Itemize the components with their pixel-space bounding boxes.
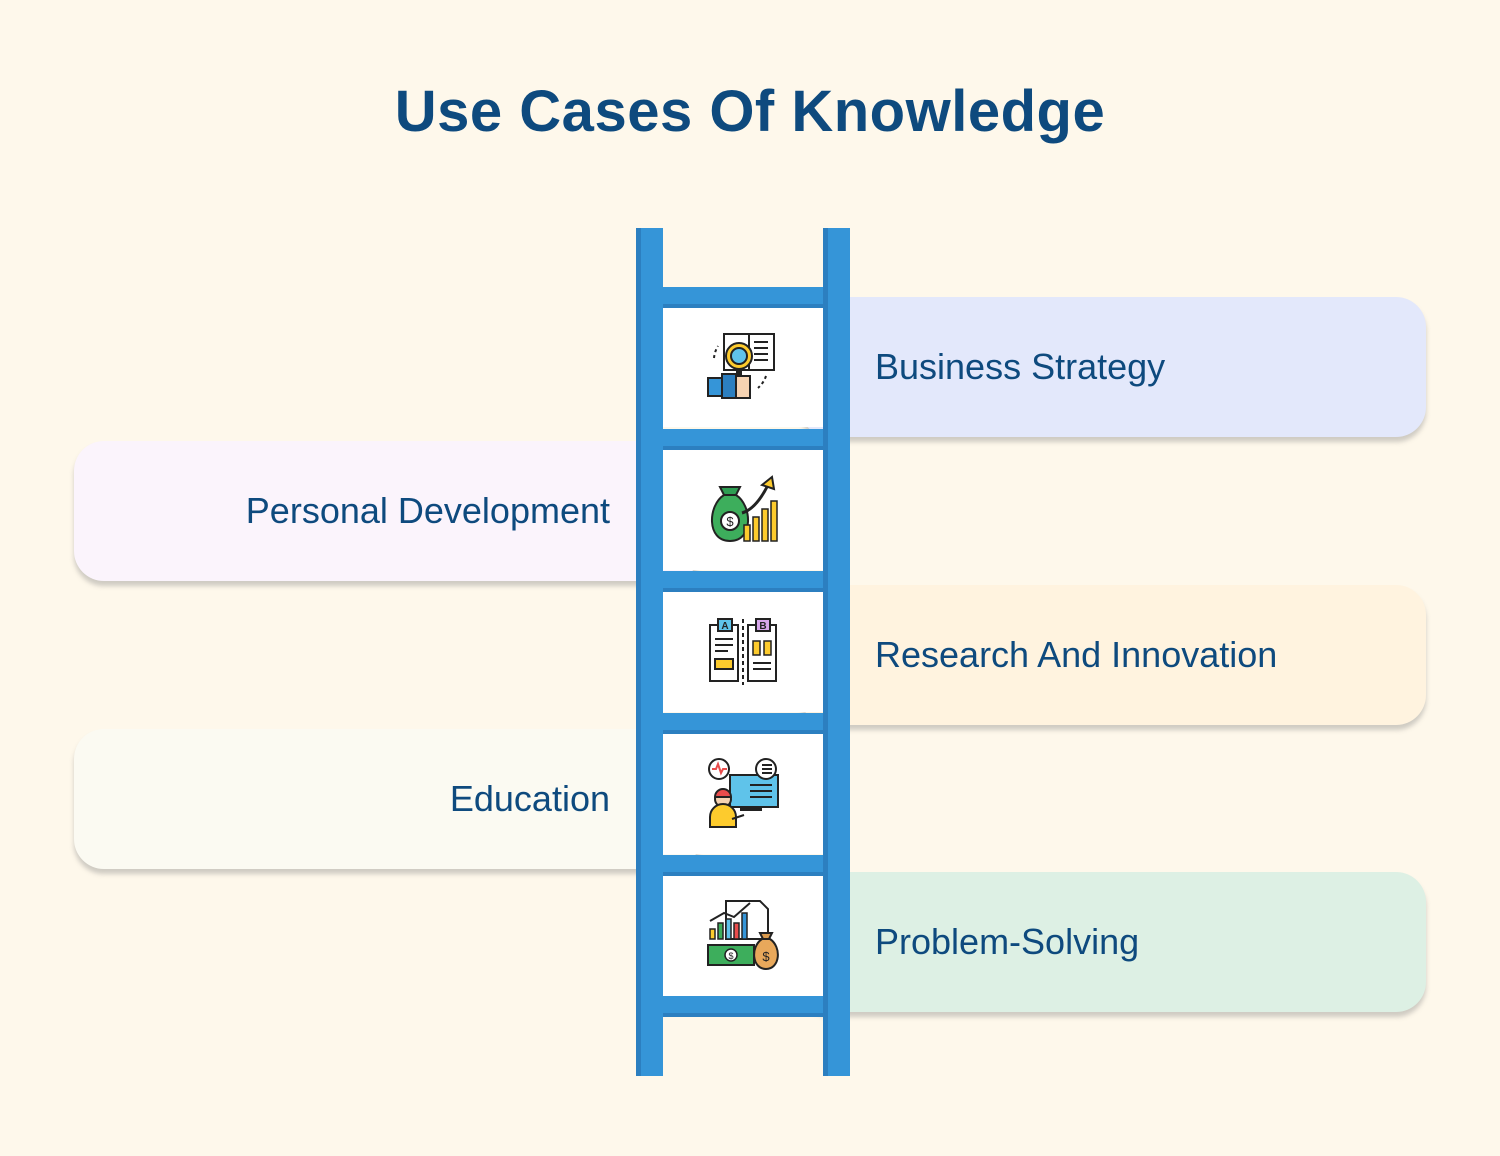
ladder-rung-2 bbox=[651, 429, 839, 450]
card-label: Business Strategy bbox=[875, 346, 1166, 387]
ladder-cell-5: $ $ bbox=[663, 876, 823, 996]
page-title: Use Cases Of Knowledge bbox=[394, 79, 1106, 144]
ladder-rung-3 bbox=[651, 571, 839, 592]
ladder-rail-left bbox=[636, 228, 663, 1076]
card-personal-development: Personal Development bbox=[74, 441, 700, 581]
money-growth-icon: $ bbox=[711, 475, 778, 543]
card-label: Personal Development bbox=[245, 490, 610, 531]
card-research-and-innovation: Research And Innovation bbox=[800, 585, 1426, 725]
ladder-cell-3: A B bbox=[663, 592, 823, 712]
ab-comparison-icon: A B bbox=[709, 618, 777, 685]
research-magnifier-icon bbox=[707, 333, 775, 399]
ladder-rung-6 bbox=[651, 996, 839, 1017]
card-education: Education bbox=[74, 729, 700, 869]
ladder-cell-4 bbox=[663, 734, 823, 854]
ladder-rail-right bbox=[823, 228, 850, 1076]
svg-text:B: B bbox=[759, 621, 766, 632]
card-label: Problem-Solving bbox=[875, 921, 1140, 962]
svg-text:A: A bbox=[721, 621, 728, 632]
card-problem-solving: Problem-Solving bbox=[800, 872, 1426, 1012]
card-label: Education bbox=[449, 778, 610, 819]
ladder-rung-1 bbox=[651, 287, 839, 308]
financial-report-icon: $ $ bbox=[707, 900, 779, 971]
svg-text:$: $ bbox=[728, 951, 733, 961]
svg-text:$: $ bbox=[762, 949, 770, 964]
card-business-strategy: Business Strategy bbox=[800, 297, 1426, 437]
ladder-cell-2: $ bbox=[663, 450, 823, 570]
svg-text:$: $ bbox=[726, 514, 734, 529]
online-learning-icon bbox=[708, 758, 779, 828]
ladder-cell-1 bbox=[663, 307, 823, 427]
ladder-rung-5 bbox=[651, 855, 839, 876]
card-label: Research And Innovation bbox=[875, 634, 1278, 675]
ladder-rung-4 bbox=[651, 713, 839, 734]
